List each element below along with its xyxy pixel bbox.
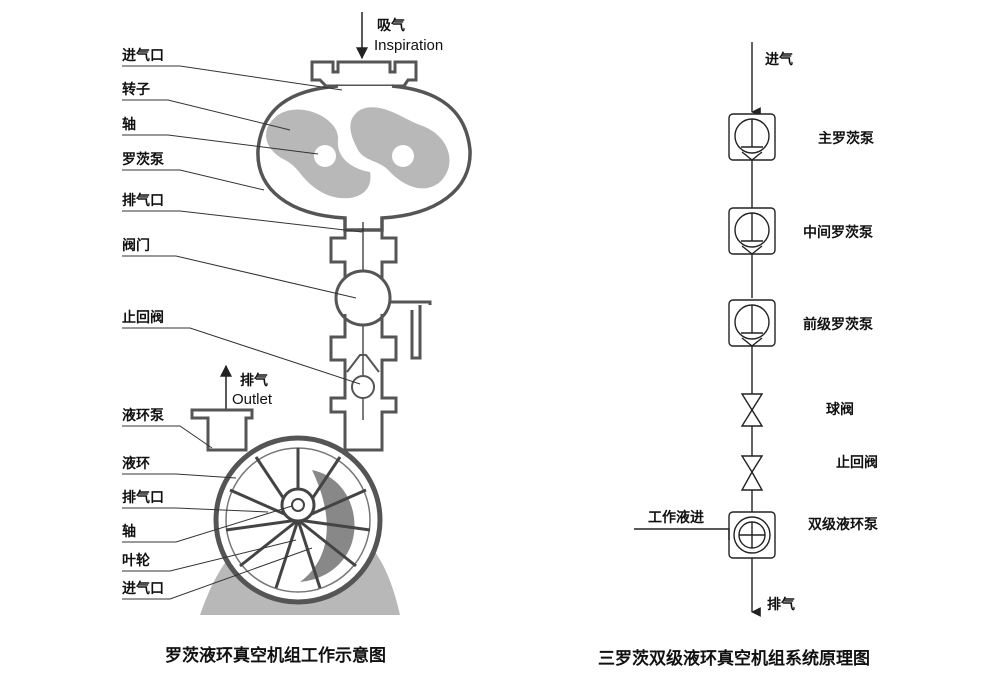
ball-valve-symbol — [740, 393, 764, 427]
label-liquid-ring: 液环 — [122, 455, 150, 472]
label-liquid-ring-pump: 液环泵 — [122, 407, 164, 424]
label-shaft-bottom: 轴 — [122, 523, 136, 540]
dual-stage-liquid-ring-pump-label: 双级液环泵 — [808, 516, 878, 533]
roots-outlet-pipe — [329, 218, 398, 282]
check-valve-label: 止回阀 — [836, 454, 878, 471]
label-check-valve: 止回阀 — [122, 309, 164, 326]
schematic-outlet-label: 排气 — [767, 596, 795, 613]
dual-stage-liquid-ring-pump-symbol — [728, 511, 776, 559]
label-valve: 阀门 — [122, 237, 150, 254]
label-inlet-port: 进气口 — [122, 47, 164, 64]
backing-roots-pump-label: 前级罗茨泵 — [803, 316, 873, 333]
ball-valve-handle — [388, 298, 432, 360]
label-exhaust-bottom: 排气口 — [122, 489, 164, 506]
impeller-shaft — [291, 498, 305, 512]
outlet-label-cn: 排气 — [240, 372, 268, 389]
label-inlet-bottom: 进气口 — [122, 580, 164, 597]
liquid-ring-exhaust-stub — [190, 408, 254, 452]
right-caption: 三罗茨双级液环真空机组系统原理图 — [598, 648, 870, 669]
working-fluid-label: 工作液进 — [648, 509, 704, 526]
inspiration-label-en: Inspiration — [374, 37, 443, 54]
working-fluid-line — [634, 528, 730, 540]
label-shaft-top: 轴 — [122, 116, 136, 133]
intermediate-roots-pump-label: 中间罗茨泵 — [803, 224, 873, 241]
backing-roots-pump-symbol — [728, 299, 776, 347]
check-valve-symbol — [740, 455, 764, 491]
schematic-inlet-label: 进气 — [765, 51, 793, 68]
system-schematic: 进气 主罗茨泵 中间罗茨泵 — [598, 42, 878, 669]
label-exhaust-top: 排气口 — [122, 192, 164, 209]
ball-valve-label: 球阀 — [826, 401, 854, 418]
left-caption: 罗茨液环真空机组工作示意图 — [165, 645, 386, 666]
roots-shaft-left — [314, 145, 336, 167]
liquid-ring-inlet-stub — [343, 420, 384, 452]
check-valve-seat — [346, 354, 380, 373]
main-roots-pump-symbol — [728, 113, 776, 161]
inspiration-label-cn: 吸气 — [377, 17, 405, 34]
main-roots-pump-label: 主罗茨泵 — [818, 130, 874, 147]
intermediate-roots-pump-symbol — [728, 207, 776, 255]
check-valve-ball — [351, 375, 375, 399]
outlet-label-en: Outlet — [232, 391, 273, 408]
label-impeller: 叶轮 — [122, 552, 150, 569]
roots-shaft-right — [392, 145, 414, 167]
roots-inlet-flange — [310, 60, 418, 88]
label-rotor: 转子 — [122, 81, 150, 98]
left-label-group: 进气口 转子 轴 罗茨泵 排气口 阀门 止回阀 液环泵 液环 排气口 轴 叶轮 — [122, 47, 363, 600]
label-roots-pump: 罗茨泵 — [122, 151, 164, 168]
roots-liquid-ring-illustration: 吸气 Inspiration 排气 Outlet — [122, 12, 472, 666]
